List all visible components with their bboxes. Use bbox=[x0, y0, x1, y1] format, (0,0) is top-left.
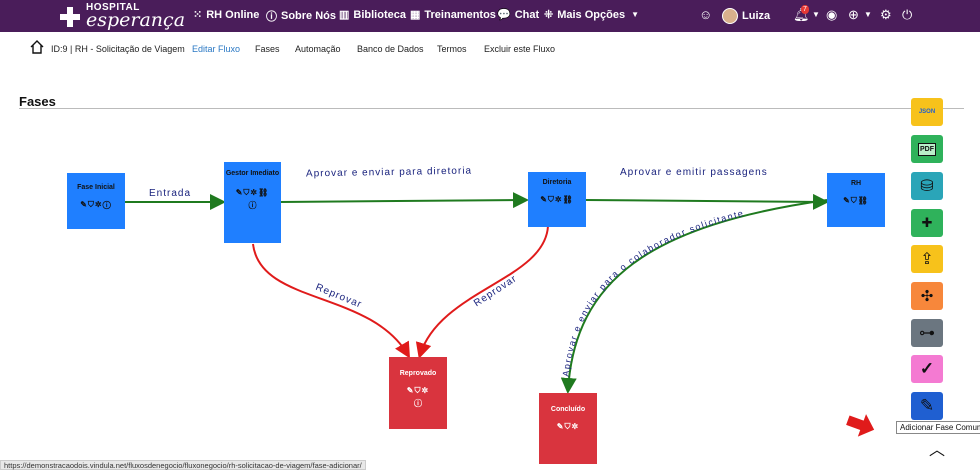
divider bbox=[19, 108, 964, 109]
tab-banco-de-dados[interactable]: Banco de Dados bbox=[357, 44, 424, 54]
edge-label-colaborador: Aprovar e enviar para o colaborador soli… bbox=[561, 208, 746, 377]
phase-node-gestor-imediato[interactable]: Gestor Imediato ✎⛉✲⛓ ⓘ bbox=[224, 162, 281, 243]
tab-editar-fluxo[interactable]: Editar Fluxo bbox=[192, 44, 241, 54]
top-navigation-bar: HOSPITAL esperança ⁙ RH Online ⓘ Sobre N… bbox=[0, 0, 980, 32]
tab-termos[interactable]: Termos bbox=[437, 44, 467, 54]
node-tools[interactable]: ✎⛉✲ bbox=[406, 386, 430, 395]
pdf-button[interactable]: PDF bbox=[911, 135, 943, 163]
grid-icon: ⁙ bbox=[193, 9, 203, 21]
scroll-top-button[interactable]: ︿ bbox=[929, 442, 946, 459]
node-tools[interactable]: ✎⛉⛓ bbox=[843, 196, 869, 205]
edge-label-aprovar-passagens: Aprovar e emitir passagens bbox=[620, 167, 768, 178]
nav-rh-online[interactable]: ⁙ RH Online bbox=[193, 8, 260, 22]
notification-badge: 7 bbox=[801, 5, 809, 14]
add-file-icon: ✚ bbox=[921, 215, 933, 230]
flowchart-icon: ⊶ bbox=[919, 325, 935, 342]
info-icon: ⓘ bbox=[266, 11, 277, 23]
edge-label-colaborador-path: Aprovar e enviar para o colaborador soli… bbox=[561, 208, 744, 377]
flow-subnav: ID:9 | RH - Solicitação de Viagem Editar… bbox=[20, 36, 965, 62]
power-icon[interactable]: ⏻ bbox=[902, 7, 913, 22]
phase-node-concluido[interactable]: Concluído ✎⛉✲ bbox=[539, 393, 597, 464]
home-icon[interactable] bbox=[30, 40, 44, 54]
status-url: https://demonstracaodois.vindula.net/flu… bbox=[0, 460, 366, 470]
nav-sobre-nos[interactable]: ⓘ Sobre Nós bbox=[266, 10, 337, 23]
edge-label-aprovar-diretoria: Aprovar e enviar para diretoria bbox=[305, 165, 473, 180]
phase-node-rh[interactable]: RH ✎⛉⛓ bbox=[827, 173, 885, 227]
pointer-arrow-icon bbox=[846, 414, 875, 437]
database-icon: ⛁ bbox=[920, 178, 934, 195]
page-title: Fases bbox=[19, 94, 56, 109]
phase-node-reprovado[interactable]: Reprovado ✎⛉✲ ⓘ bbox=[389, 357, 447, 429]
nav-biblioteca[interactable]: ▥ Biblioteca bbox=[339, 8, 406, 22]
info-icon[interactable]: ⓘ bbox=[414, 399, 422, 408]
tab-excluir-fluxo[interactable]: Excluir este Fluxo bbox=[484, 44, 556, 54]
share-button[interactable]: ⇪ bbox=[911, 245, 943, 273]
phase-node-diretoria[interactable]: Diretoria ✎⛉✲⛓ bbox=[528, 172, 586, 227]
plus-circle-icon[interactable]: ⊕ bbox=[848, 7, 859, 22]
edit-document-icon: ✎ bbox=[919, 396, 935, 415]
phase-node-fase-inicial[interactable]: Fase Inicial ✎⛉✲ⓘ bbox=[67, 173, 125, 229]
node-tools[interactable]: ✎⛉✲⛓ bbox=[235, 188, 270, 197]
upload-icon: ⇪ bbox=[920, 251, 934, 268]
apps-icon: ⁜ bbox=[544, 9, 554, 21]
tooltip: Adicionar Fase Comum bbox=[896, 421, 980, 434]
edge-label-entrada: Entrada bbox=[149, 188, 192, 199]
json-icon: JSON bbox=[918, 109, 936, 115]
cross-icon bbox=[60, 7, 80, 27]
library-icon: ▥ bbox=[339, 9, 350, 21]
flow-title: ID:9 | RH - Solicitação de Viagem bbox=[51, 44, 185, 54]
hospital-logo[interactable]: HOSPITAL esperança bbox=[60, 2, 185, 31]
edge-label-reprovar-1: Reprovar bbox=[313, 282, 364, 311]
nav-chat[interactable]: 💬 Chat bbox=[497, 8, 540, 22]
edge-reprovar-gestor bbox=[252, 243, 411, 359]
node-tools[interactable]: ✎⛉✲ bbox=[556, 422, 580, 431]
chevron-down-icon: ▼ bbox=[631, 10, 639, 19]
emoji-icon[interactable]: ☺ bbox=[699, 7, 713, 22]
network-icon: ✣ bbox=[920, 288, 934, 305]
pdf-icon: PDF bbox=[918, 142, 936, 156]
edge-aprovar-diretoria bbox=[279, 192, 529, 209]
chevron-down-icon[interactable]: ▼ bbox=[864, 10, 872, 19]
add-phase-button[interactable]: ✎ bbox=[911, 392, 943, 420]
database-button[interactable]: ⛁ bbox=[911, 172, 943, 200]
check-button[interactable]: ✓ bbox=[911, 355, 943, 383]
chat-icon: 💬 bbox=[497, 9, 511, 21]
edge-label-reprovar-2: Reprovar bbox=[472, 273, 520, 310]
edge-aprovar-passagens bbox=[584, 193, 829, 210]
tab-fases[interactable]: Fases bbox=[255, 44, 280, 54]
gear-icon[interactable]: ⚙ bbox=[880, 7, 892, 22]
user-name[interactable]: Luiza bbox=[742, 10, 771, 22]
json-button[interactable]: JSON bbox=[911, 98, 943, 126]
info-icon[interactable]: ⓘ bbox=[248, 201, 257, 210]
tab-automacao[interactable]: Automação bbox=[295, 44, 341, 54]
chevron-down-icon[interactable]: ▼ bbox=[812, 10, 820, 19]
avatar[interactable] bbox=[722, 8, 738, 24]
check-icon: ✓ bbox=[919, 359, 935, 378]
flow-button[interactable]: ⊶ bbox=[911, 319, 943, 347]
edge-reprovar-diretoria bbox=[415, 225, 549, 359]
node-tools[interactable]: ✎⛉✲ⓘ bbox=[80, 200, 112, 209]
training-icon: ▦ bbox=[410, 9, 421, 21]
node-tools[interactable]: ✎⛉✲⛓ bbox=[540, 195, 574, 204]
edge-aprovar-colaborador bbox=[560, 199, 828, 394]
nav-mais-opcoes[interactable]: ⁜ Mais Opções ▼ bbox=[544, 8, 639, 22]
network-button[interactable]: ✣ bbox=[911, 282, 943, 310]
eye-icon[interactable]: ◉ bbox=[826, 7, 838, 22]
nav-treinamentos[interactable]: ▦ Treinamentos bbox=[410, 8, 496, 22]
add-file-button[interactable]: ✚ bbox=[911, 209, 943, 237]
